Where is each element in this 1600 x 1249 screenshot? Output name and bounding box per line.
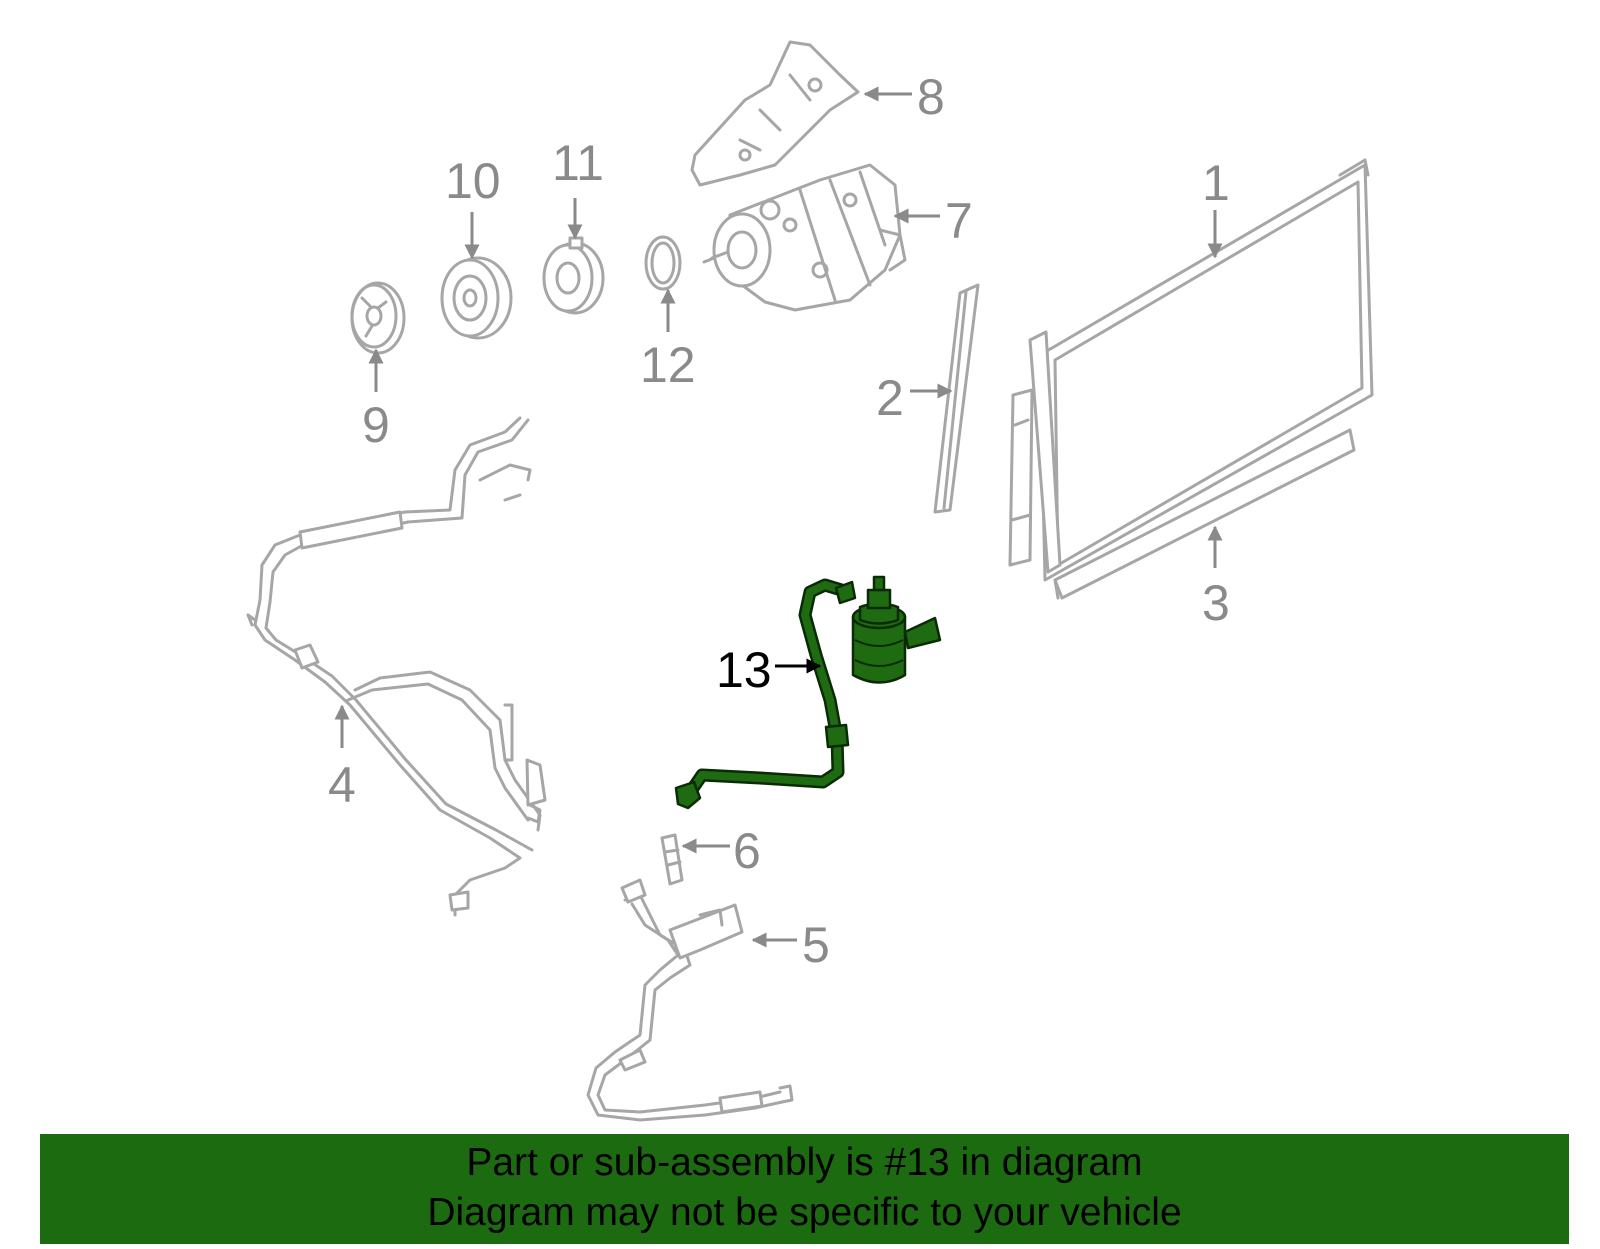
part-7-compressor [702, 163, 907, 312]
callout-12: 12 [640, 337, 696, 393]
info-banner: Part or sub-assembly is #13 in diagram D… [40, 1134, 1569, 1244]
callout-7: 7 [945, 193, 973, 249]
callout-9: 9 [362, 397, 390, 453]
callout-6: 6 [733, 823, 761, 879]
callout-10: 10 [445, 153, 501, 209]
part-2-seal [933, 283, 980, 514]
callout-2: 2 [876, 370, 904, 426]
part-9-clutch-plate [350, 281, 406, 355]
callout-11: 11 [552, 135, 604, 191]
callout-1: 1 [1202, 155, 1230, 211]
part-1-condenser [1008, 158, 1374, 582]
part-8-bracket [690, 40, 860, 187]
callout-13: 13 [716, 642, 772, 698]
callout-3: 3 [1202, 575, 1230, 631]
part-5-line [586, 878, 794, 1122]
banner-line-1: Part or sub-assembly is #13 in diagram [466, 1141, 1143, 1184]
part-11-coil [542, 236, 605, 315]
part-13-receiver-drier-hose [674, 575, 942, 810]
callout-8: 8 [917, 69, 945, 125]
banner-line-2: Diagram may not be specific to your vehi… [427, 1191, 1182, 1234]
part-3-seal [1053, 428, 1356, 600]
part-12-ring [644, 235, 682, 291]
part-6-sensor [660, 833, 684, 886]
part-4-hose-assembly [246, 416, 547, 917]
part-10-pulley [440, 256, 513, 340]
callout-5: 5 [802, 917, 830, 973]
callout-4: 4 [328, 757, 356, 813]
